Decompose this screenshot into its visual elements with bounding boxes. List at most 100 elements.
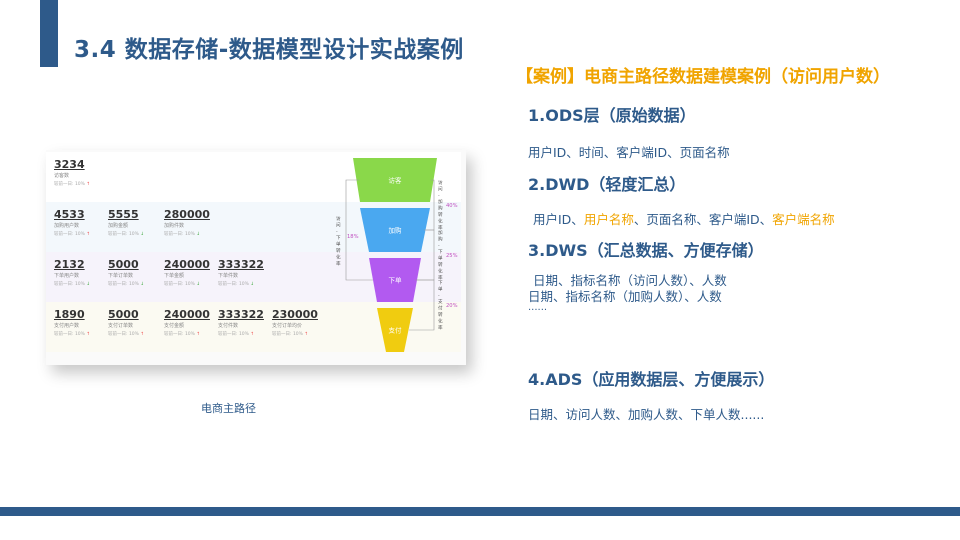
metric-label: 支付金额 [164,323,185,329]
funnel-rate-char: 率 [438,224,443,231]
metric-label: 下单件数 [218,273,239,279]
metric-value: 1890 [54,308,85,321]
footer-bar [0,507,960,516]
funnel-rate-char: 单 [438,285,443,292]
funnel-rate-char: 加 [438,229,443,236]
metric-label: 支付用户数 [54,323,80,329]
trend-up-icon: ↑ [140,332,145,337]
funnel-stage [353,158,437,202]
funnel-stage [360,208,430,252]
funnel-connector [409,279,435,331]
funnel-left-rate-char: 转 [336,247,341,254]
section-ads-heading: 4.ADS（应用数据层、方便展示） [528,370,775,389]
section-dws-line-1: 日期、指标名称（访问人数）、人数 [533,273,727,288]
funnel-rate-char: 率 [438,274,443,281]
metric-card: 5000 支付订单数较前一日: 10% ↑ [108,308,144,337]
dwd-field-client-name: 客户端名称 [772,212,835,227]
title-accent-bar [40,0,58,67]
trend-down-icon: ↓ [196,282,201,287]
funnel-rate-char: 化 [438,317,443,324]
funnel-rate-pct: 25% [446,253,458,259]
dwd-field-user-id: 用户ID、 [533,212,584,227]
dwd-field-page-client: 、页面名称、客户端ID、 [633,212,773,227]
metric-value: 240000 [164,258,210,271]
funnel-left-rate-char: 下 [336,235,341,241]
metric-label: 下单用户数 [54,273,80,279]
metric-stat: 较前一日: 10% ↑ [164,332,201,337]
metric-value: 4533 [54,208,85,221]
metric-label: 支付件数 [218,323,239,329]
metric-value: 240000 [164,308,210,321]
trend-down-icon: ↓ [86,282,91,287]
metric-label: 访客数 [54,173,70,179]
metric-value: 3234 [54,158,85,171]
funnel-left-rate-char: 单 [336,241,341,248]
metric-stat: 较前一日: 10% ↑ [54,232,91,237]
funnel-rate-char: 化 [438,267,443,274]
dwd-field-user-name: 用户名称 [583,212,634,227]
metric-value: 230000 [272,308,318,321]
funnel-rate-char: - [438,194,440,199]
metric-value: 5000 [108,308,139,321]
funnel-rate-pct: 40% [446,203,458,209]
metric-card: 4533 加购用户数较前一日: 10% ↑ [54,208,90,237]
funnel-rate-char: 转 [438,261,443,268]
funnel-left-rate-char: 化 [336,253,341,260]
metric-value: 333322 [218,308,264,321]
trend-down-icon: ↓ [140,232,145,237]
funnel-left-connector [345,179,373,281]
trend-up-icon: ↑ [86,232,91,237]
metric-card: 333322 支付件数较前一日: 10% ↑ [218,308,264,337]
funnel-rate-char: 下 [438,249,443,255]
section-dwd-heading: 2.DWD（轻度汇总） [528,175,686,194]
case-title: 【案例】电商主路径数据建模案例（访问用户数） [516,67,890,87]
funnel-stage-label: 加购 [389,226,403,235]
funnel-left-rate-char: - [336,230,338,235]
metric-label: 加购件数 [164,223,185,229]
metric-label: 下单订单数 [108,273,134,279]
funnel-stage [377,308,413,352]
funnel-rate-char: 下 [438,280,443,286]
metric-stat: 较前一日: 10% ↑ [108,332,145,337]
trend-up-icon: ↑ [86,332,91,337]
metric-card: 1890 支付用户数较前一日: 10% ↑ [54,308,90,337]
funnel-chart: 访客加购下单支付访问-加购转化率40%加购-下单转化率25%下单-支付转化率20… [336,158,458,352]
metric-stat: 较前一日: 10% ↑ [54,332,91,337]
metric-label: 支付订单数 [108,323,134,329]
funnel-left-rate-char: 率 [336,260,341,267]
funnel-rate-char: 购 [438,205,443,212]
funnel-rate-char: - [438,244,440,249]
metric-stat: 较前一日: 10% ↓ [108,232,145,237]
funnel-left-rate-pct: 18% [347,234,359,240]
metric-label: 加购金额 [108,223,129,229]
funnel-rate-char: 支 [438,298,443,305]
funnel-left-rate-char: 访 [336,215,341,222]
funnel-rate-char: 购 [438,235,443,242]
section-dws-line-2: 日期、指标名称（加购人数）、人数 [528,289,722,304]
trend-up-icon: ↑ [196,332,201,337]
trend-up-icon: ↑ [86,182,91,187]
funnel-rate-char: 单 [438,255,443,262]
funnel-rate-char: - [438,294,440,299]
funnel-rate-char: 转 [438,211,443,218]
section-ods-line: 用户ID、时间、客户端ID、页面名称 [528,145,730,160]
metric-value: 280000 [164,208,210,221]
metric-stat: 较前一日: 10% ↓ [54,282,91,287]
section-dws-line-3: ...... [528,302,548,313]
funnel-stage-label: 支付 [389,326,403,335]
slide-title: 3.4 数据存储-数据模型设计实战案例 [74,37,464,63]
metric-stat: 较前一日: 10% ↑ [218,332,255,337]
metric-label: 加购用户数 [54,223,80,229]
metric-stat: 较前一日: 10% ↑ [54,182,91,187]
metric-card: 240000 支付金额较前一日: 10% ↑ [164,308,210,337]
section-ods-heading: 1.ODS层（原始数据） [528,106,696,125]
metric-stat: 较前一日: 10% ↓ [218,282,255,287]
funnel-stage-label: 访客 [389,176,403,185]
metric-label: 支付订单均价 [272,323,303,329]
metric-card: 3234 访客数较前一日: 10% ↑ [54,158,90,187]
funnel-rate-char: 付 [438,305,443,312]
